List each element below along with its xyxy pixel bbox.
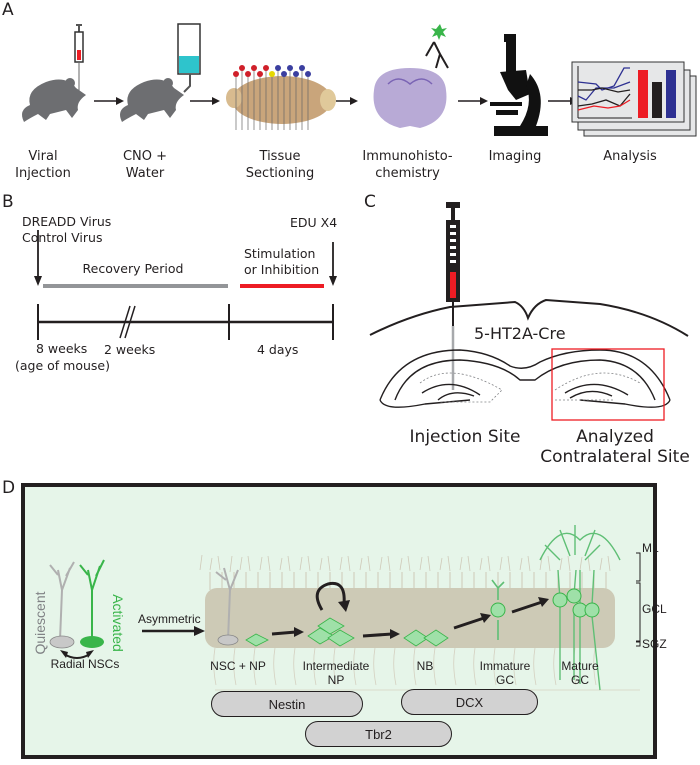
panel-b-label: B <box>2 192 14 212</box>
step-label-analysis: Analysis <box>603 149 657 164</box>
arrow-icon <box>94 97 124 105</box>
radial-nscs-label: Radial NSCs <box>50 657 120 671</box>
activated-label: Activated <box>110 594 126 652</box>
timeline-diagram <box>34 230 337 340</box>
marker-nestin: Nestin <box>211 691 363 717</box>
mouse-syringe-icon <box>22 24 86 122</box>
layer-label-sgz: SGZ <box>642 637 667 651</box>
brain-sectioning-icon <box>226 65 336 130</box>
quiescent-nsc-icon <box>49 561 75 649</box>
recovery-period-label: Recovery Period <box>82 261 184 276</box>
arrow-icon <box>190 97 220 105</box>
microscope-icon <box>490 34 548 136</box>
stage-label-nb: NB <box>416 659 434 673</box>
analysis-charts-icon <box>571 61 697 137</box>
time-break-mark <box>119 305 131 339</box>
self-renewal-arrow-icon <box>315 581 346 611</box>
construct-label: 5-HT2A-Cre <box>474 324 566 343</box>
tick-label-2-weeks: 2 weeks <box>104 342 156 357</box>
arrow-icon <box>458 97 488 105</box>
marker-tbr2: Tbr2 <box>305 721 452 747</box>
step-label-immunohistochemistry: Immunohisto-chemistry <box>362 149 453 181</box>
tick-label-4-days: 4 days <box>257 342 299 357</box>
brain-slice-antibody-icon <box>373 24 449 128</box>
asymmetric-label: Asymmetric <box>138 612 201 626</box>
marker-dcx: DCX <box>401 689 538 715</box>
panel-d-label: D <box>2 478 16 498</box>
layer-label-gcl: GCL <box>642 602 667 616</box>
arrow-icon <box>336 97 358 105</box>
stage-label-nsc-np: NSC + NP <box>210 659 266 673</box>
layer-label-ml: ML <box>642 541 659 555</box>
activated-nsc-icon <box>79 559 105 648</box>
edu-label: EDU X4 <box>290 215 338 230</box>
injection-site-label: Injection Site <box>409 427 521 447</box>
tick-label-8-weeks: 8 weeks <box>36 341 88 356</box>
tick-label-age: (age of mouse) <box>15 358 110 373</box>
analyzed-region-box <box>551 348 665 421</box>
step-label-imaging: Imaging <box>488 149 542 164</box>
mouse-water-bottle-icon <box>120 23 201 122</box>
step-label-cno-water: CNO +Water <box>122 149 168 181</box>
quiescent-label: Quiescent <box>32 591 48 655</box>
panel-c-label: C <box>364 192 376 212</box>
brain-section-diagram <box>369 202 689 421</box>
panel-a-label: A <box>2 0 14 20</box>
